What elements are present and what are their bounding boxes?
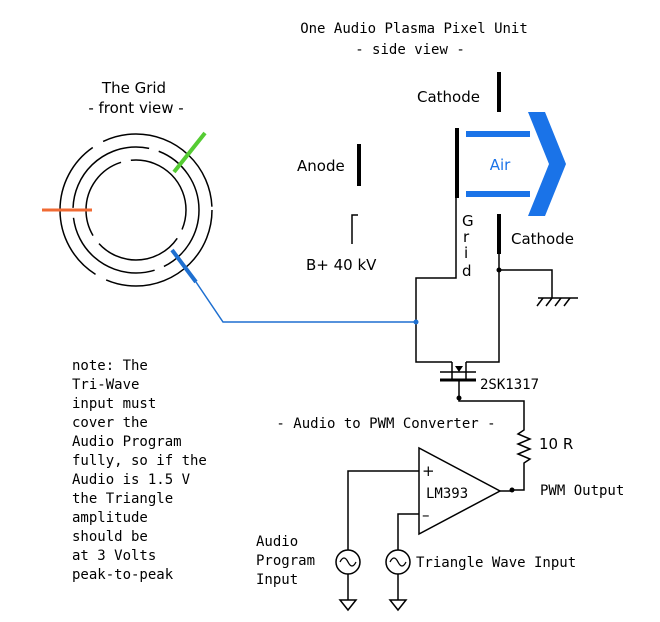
grid-front-subtitle: - front view - — [88, 99, 183, 117]
audio-input-label-line2: Program — [256, 553, 315, 569]
cathode-bottom-label: Cathode — [511, 230, 574, 248]
b-plus-label: B+ 40 kV — [306, 256, 377, 274]
note-line: at 3 Volts — [72, 548, 156, 564]
transistor-label: 2SK1317 — [480, 377, 539, 393]
ground-wire — [499, 269, 553, 298]
cathode-to-source-wire — [466, 254, 500, 363]
audio-input-label-line1: Audio — [256, 534, 298, 550]
note-line: Audio is 1.5 V — [72, 472, 191, 488]
note-line: amplitude — [72, 510, 148, 526]
output-junction — [509, 487, 515, 493]
cathode-top-label: Cathode — [417, 88, 480, 106]
air-label: Air — [490, 156, 511, 174]
grid-vertical-g: G — [462, 212, 474, 230]
air-flow-arrow: Air — [466, 112, 566, 216]
converter-title: - Audio to PWM Converter - — [276, 416, 495, 432]
comparator-label: LM393 — [426, 486, 468, 502]
audio-ground-symbol — [338, 599, 358, 612]
mosfet-symbol — [440, 362, 476, 396]
grid-vertical-i: i — [464, 244, 468, 262]
audio-input-wire — [347, 470, 419, 550]
note-block: note: The Tri-Wave input must cover the … — [72, 358, 207, 583]
note-line: Tri-Wave — [72, 377, 139, 393]
triangle-input-wire — [397, 513, 419, 550]
grid-vertical-r: r — [463, 228, 470, 246]
grid-front-view — [42, 131, 213, 287]
triangle-ac-source-symbol — [385, 549, 411, 575]
grid-front-title: The Grid — [101, 79, 166, 97]
anode-label: Anode — [297, 157, 345, 175]
grid-ring-inner — [85, 159, 187, 261]
blue-tab — [170, 248, 198, 284]
plus-sign: + — [422, 462, 435, 480]
resistor-symbol — [512, 424, 532, 491]
gate-to-resistor-wire — [458, 398, 525, 424]
air-arrow-shaft — [466, 134, 530, 194]
grid-to-drain-wire — [415, 198, 457, 363]
triangle-input-label: Triangle Wave Input — [416, 555, 576, 571]
air-arrow-head — [528, 112, 566, 216]
grid-vertical-d: d — [462, 262, 472, 280]
grid-connection-wire — [195, 281, 416, 323]
note-line: peak-to-peak — [72, 567, 174, 583]
audio-ac-source-symbol — [335, 549, 361, 575]
resistor-label: 10 R — [539, 435, 573, 453]
note-line: note: The — [72, 358, 148, 374]
note-line: fully, so if the — [72, 453, 207, 469]
side-view-subtitle: - side view - — [355, 42, 465, 58]
triangle-ground-symbol — [388, 599, 408, 612]
note-line: should be — [72, 529, 148, 545]
minus-sign: – — [422, 506, 430, 524]
gate-junction — [413, 319, 419, 325]
audio-input-label-line3: Input — [256, 572, 298, 588]
anode-lead — [351, 214, 358, 244]
note-line: cover the — [72, 415, 148, 431]
note-line: input must — [72, 396, 156, 412]
grid-ring-middle — [72, 146, 200, 274]
ground-symbol — [536, 297, 578, 307]
green-tab — [172, 131, 207, 174]
note-line: the Triangle — [72, 491, 173, 507]
comparator-symbol — [418, 446, 502, 536]
side-view-title: One Audio Plasma Pixel Unit — [300, 21, 528, 37]
pwm-output-label: PWM Output — [540, 483, 624, 499]
note-line: Audio Program — [72, 434, 182, 450]
